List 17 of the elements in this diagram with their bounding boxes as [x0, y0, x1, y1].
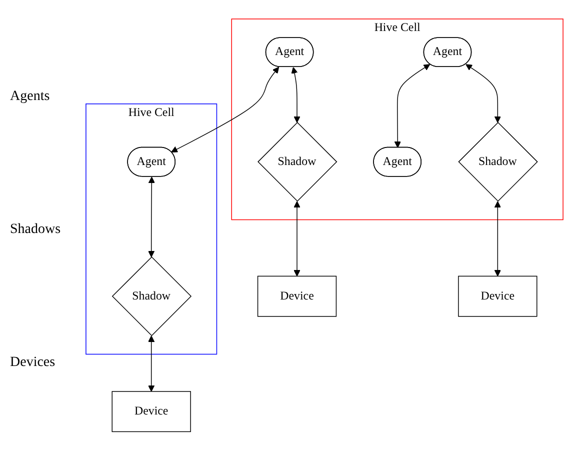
row-label: Devices	[10, 355, 56, 372]
node-box: Device	[257, 275, 337, 316]
arrow	[148, 176, 155, 257]
arrow	[466, 64, 501, 122]
row-label: Shadows	[10, 222, 62, 238]
arrow	[171, 66, 280, 152]
row-label: Agents	[10, 88, 51, 105]
arrow	[294, 200, 300, 276]
arrow	[494, 200, 501, 276]
arrow	[291, 66, 300, 122]
node-diamond: Shadow	[258, 122, 338, 202]
node-box: Device	[112, 390, 191, 432]
arrow	[148, 335, 155, 392]
arrow	[394, 64, 430, 148]
node-box: Device	[458, 275, 538, 316]
node-diamond: Shadow	[458, 122, 538, 202]
node-diamond: Shadow	[112, 256, 192, 336]
